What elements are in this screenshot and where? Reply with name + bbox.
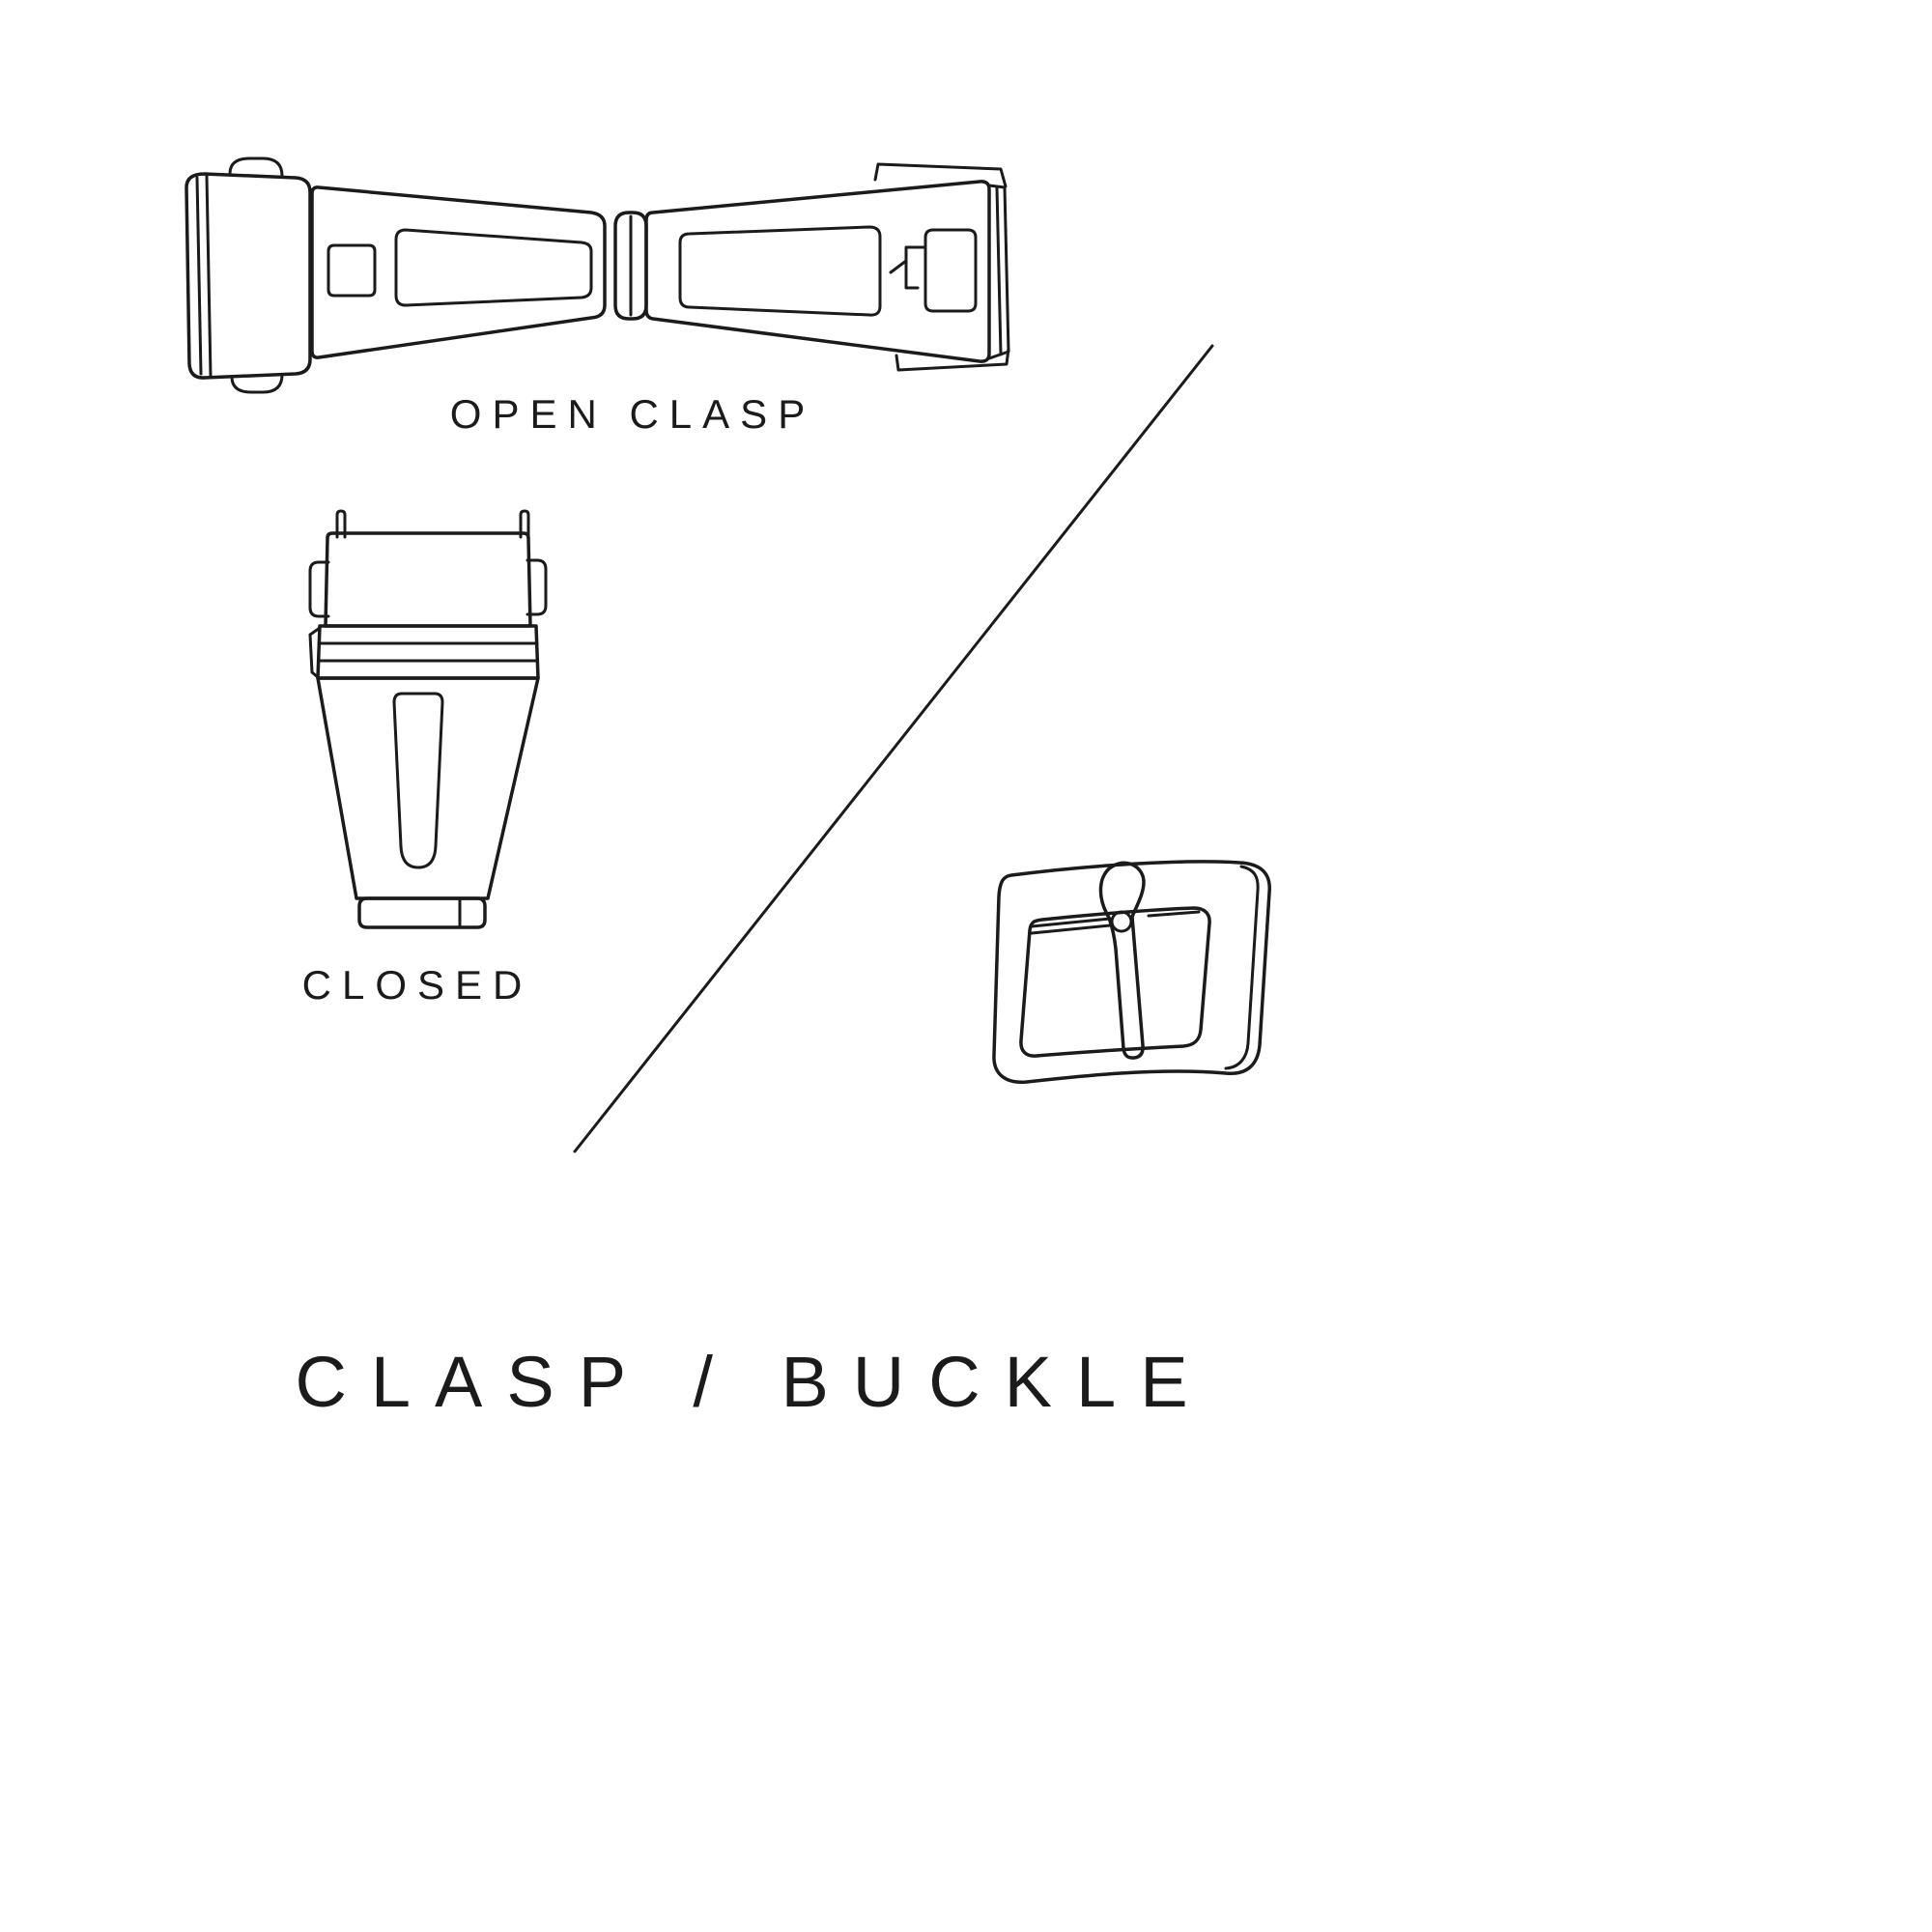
buckle-tongue: [1098, 861, 1146, 1060]
closed-clasp-right-ear: [526, 558, 548, 616]
open-clasp-top-right-step: [873, 162, 1008, 188]
open-clasp-illustration: [185, 156, 1010, 394]
closed-clasp-body: [316, 676, 540, 900]
divider-line: [573, 344, 1214, 1153]
buckle-spring-bar: [1030, 910, 1201, 935]
page-title: CLASP / BUCKLE: [295, 1342, 1212, 1422]
closed-clasp-bottom-cap: [357, 896, 487, 929]
closed-clasp-band-lines: [317, 641, 539, 663]
buckle-inner-opening: [1019, 906, 1211, 1058]
buckle-right-bar-inner-line: [1224, 865, 1260, 1070]
buckle-outer-frame: [992, 860, 1271, 1084]
open-clasp-right-arm-inner-outline: [678, 225, 882, 317]
diagonal-divider-line: [573, 344, 1214, 1153]
open-clasp-left-arm-notch: [327, 243, 377, 298]
open-clasp-left-arm-inner-outline: [394, 228, 593, 307]
open-clasp-left-block: [185, 172, 312, 380]
closed-clasp-left-ear: [308, 560, 330, 618]
closed-clasp-illustration: [308, 509, 548, 929]
open-clasp-latch-hook: [889, 245, 927, 290]
closed-clasp-right-prong: [519, 509, 530, 539]
open-clasp-label: OPEN CLASP: [449, 391, 816, 437]
closed-clasp-band: [316, 624, 540, 680]
buckle-pin-loop: [1110, 910, 1133, 933]
buckle-illustration: [992, 860, 1271, 1084]
open-clasp-right-cutout: [923, 228, 978, 313]
closed-clasp-center-slot: [392, 692, 444, 869]
open-clasp-left-block-top-tab: [228, 156, 284, 178]
open-clasp-bottom-right-step: [895, 347, 1010, 372]
open-clasp-left-block-detail: [195, 174, 213, 378]
open-clasp-right-end-cap: [987, 184, 1010, 360]
closed-clasp-band-corner-fold: [308, 626, 322, 679]
open-clasp-left-arm: [310, 185, 607, 359]
closed-clasp-label: CLOSED: [301, 962, 533, 1008]
open-clasp-left-block-bottom-tab: [230, 373, 284, 394]
closed-clasp-top-block: [324, 531, 532, 628]
closed-clasp-left-prong: [335, 509, 347, 539]
